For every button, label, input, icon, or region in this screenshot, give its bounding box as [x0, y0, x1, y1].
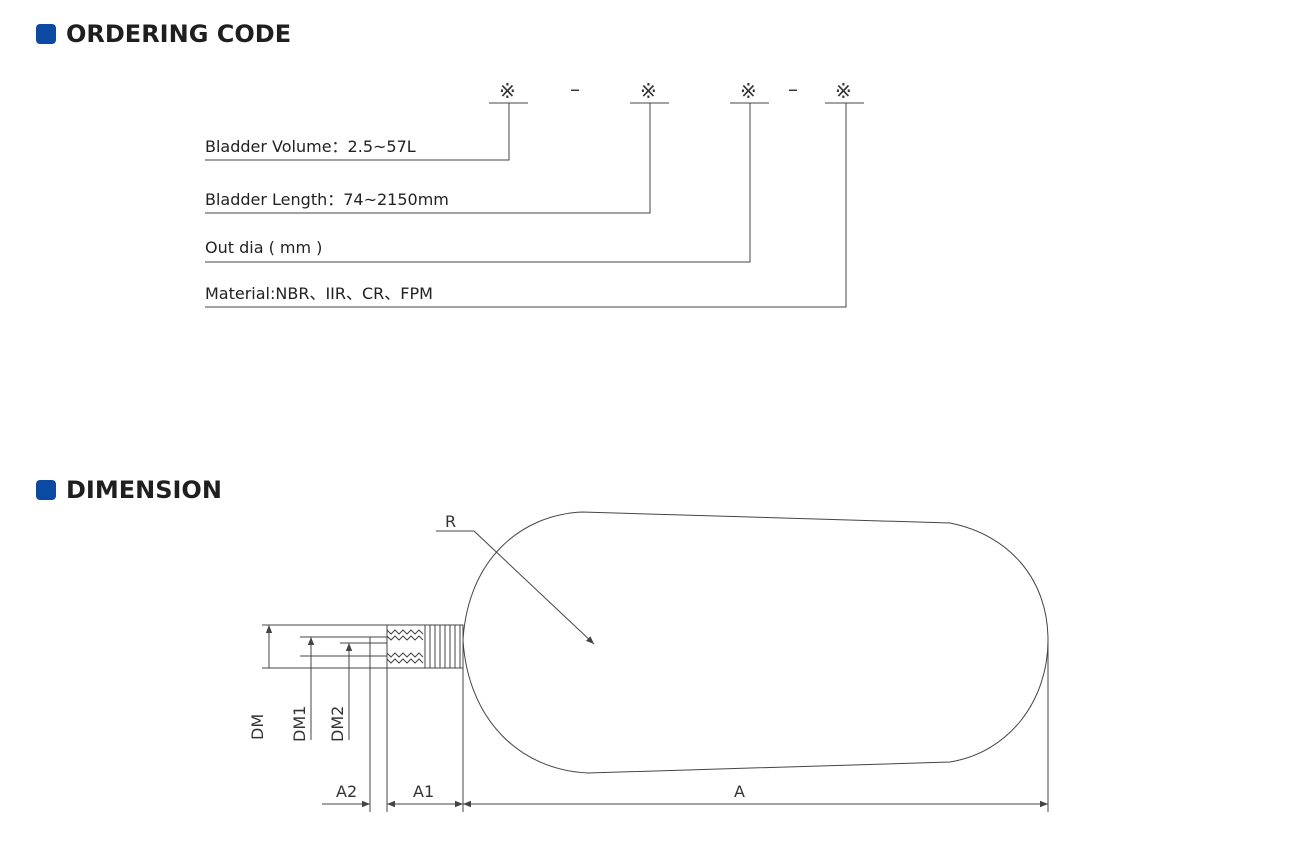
field-material: Material:NBR、IIR、CR、FPM: [205, 284, 433, 303]
a2-label: A2: [336, 782, 357, 801]
code-separator-1: –: [570, 77, 580, 101]
code-slot-1: ※: [499, 79, 516, 103]
valve-stem: [386, 624, 464, 669]
heading-marker-icon: [36, 480, 56, 500]
dimension-heading: DIMENSION: [36, 476, 222, 504]
bladder-body: [462, 511, 1049, 774]
dm-label: DM: [248, 714, 267, 740]
leader-line-2: [205, 103, 651, 214]
code-slot-4: ※: [835, 79, 852, 103]
dimension-title: DIMENSION: [66, 476, 222, 504]
field-bladder-volume: Bladder Volume：2.5~57L: [205, 137, 416, 156]
radius-arrow: [473, 530, 595, 645]
ordering-code-heading: ORDERING CODE: [36, 20, 291, 48]
code-separator-2: –: [788, 77, 798, 101]
a-label: A: [734, 782, 745, 801]
bladder-dimension-drawing: R DM DM1 DM2 A2 A1 A: [248, 511, 1049, 812]
field-out-dia: Out dia ( mm ): [205, 238, 322, 257]
dm2-label: DM2: [328, 706, 347, 742]
field-bladder-length: Bladder Length：74~2150mm: [205, 190, 449, 209]
leader-line-1: [205, 103, 510, 161]
code-slot-2: ※: [640, 79, 657, 103]
a1-label: A1: [413, 782, 434, 801]
ordering-code-diagram: ※ ※ ※ ※ – – Bladder Volume：2.5~57L Bladd…: [205, 77, 864, 308]
heading-marker-icon: [36, 24, 56, 44]
leader-line-3: [205, 103, 751, 263]
leader-line-4: [205, 103, 847, 308]
ordering-code-title: ORDERING CODE: [66, 20, 292, 48]
code-slot-3: ※: [740, 79, 757, 103]
dm1-label: DM1: [290, 706, 309, 742]
radius-label: R: [445, 512, 456, 531]
